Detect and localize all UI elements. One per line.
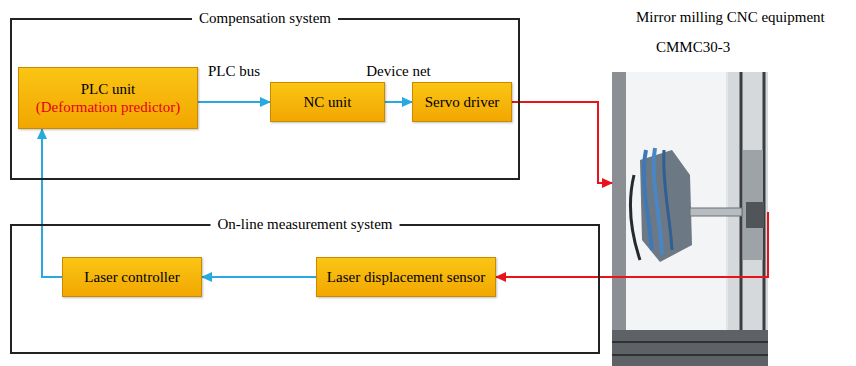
system-group: Compensation systemPLC unit(Deformation … bbox=[10, 18, 520, 180]
signal-arrow-blue bbox=[385, 101, 412, 103]
process-box: NC unit bbox=[270, 82, 385, 122]
signal-arrow-blue bbox=[42, 129, 62, 277]
photo-base bbox=[612, 330, 768, 366]
photo-base-line bbox=[612, 354, 768, 356]
equipment-title: Mirror milling CNC equipment bbox=[636, 8, 825, 26]
photo-column bbox=[728, 72, 768, 366]
photo-ground bbox=[612, 72, 768, 366]
photo-cable bbox=[631, 175, 640, 260]
process-box: Laser displacement sensor bbox=[316, 257, 496, 297]
signal-arrow-blue bbox=[202, 276, 316, 278]
photo-cable bbox=[644, 150, 652, 250]
box-label: Servo driver bbox=[425, 93, 500, 111]
group-title: Compensation system bbox=[192, 9, 338, 27]
process-box: Servo driver bbox=[412, 82, 512, 122]
box-label: PLC unit bbox=[81, 80, 136, 98]
group-title: On-line measurement system bbox=[211, 215, 400, 233]
photo-slide bbox=[743, 150, 763, 260]
box-label: (Deformation predictor) bbox=[36, 98, 181, 116]
box-label: Laser controller bbox=[84, 268, 179, 286]
photo-base-line bbox=[612, 341, 768, 343]
signal-arrow-red bbox=[512, 102, 612, 183]
box-label: NC unit bbox=[304, 93, 352, 111]
system-group: On-line measurement systemLaser controll… bbox=[10, 224, 600, 354]
process-box: Laser controller bbox=[62, 257, 202, 297]
signal-arrow-blue bbox=[198, 101, 270, 103]
edge-label: Device net bbox=[364, 62, 433, 80]
equipment-photo: Mirror milling CNC equipmentCMMC30-3 bbox=[612, 72, 768, 366]
photo-sensor bbox=[746, 202, 764, 228]
box-label: Laser displacement sensor bbox=[327, 268, 485, 286]
equipment-title: CMMC30-3 bbox=[656, 38, 730, 56]
photo-panel bbox=[626, 72, 726, 366]
photo-rail bbox=[740, 72, 743, 366]
process-box: PLC unit(Deformation predictor) bbox=[18, 67, 198, 129]
photo-spindle bbox=[690, 208, 742, 216]
signal-arrow-red bbox=[496, 212, 768, 277]
edge-label: PLC bus bbox=[206, 62, 262, 80]
photo-cable bbox=[654, 148, 662, 255]
photo-cable bbox=[664, 150, 672, 250]
photo-wall bbox=[612, 72, 626, 366]
photo-head bbox=[640, 150, 692, 262]
